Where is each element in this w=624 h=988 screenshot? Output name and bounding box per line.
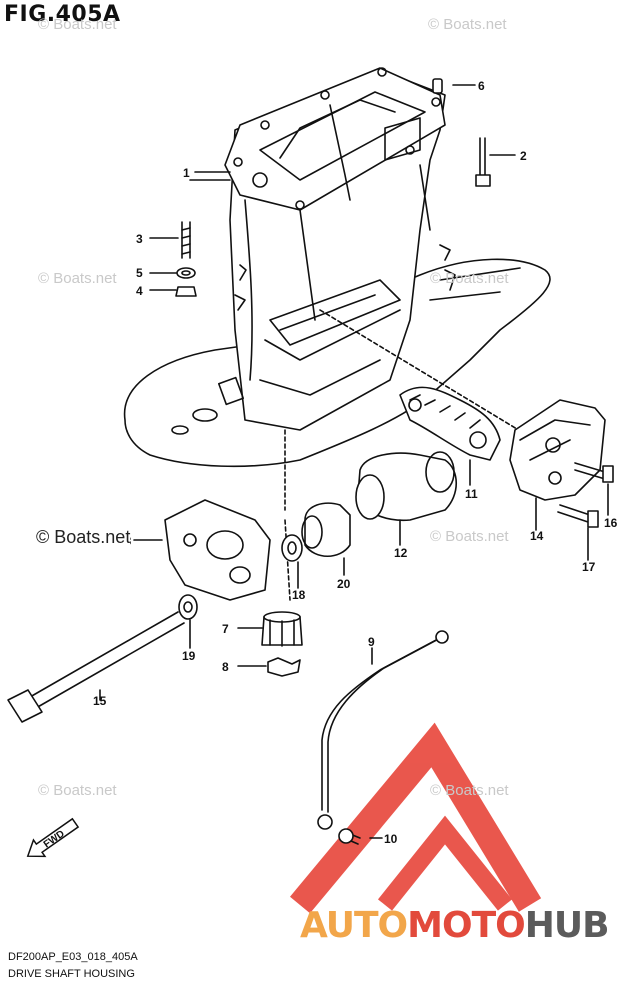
callout-4: 4 [136,284,143,298]
callout-8: 8 [222,660,229,674]
ground-wire [321,637,441,811]
callout-1: 1 [183,166,190,180]
callout-2: 2 [520,149,527,163]
brand-part-moto: MOTO [407,905,526,946]
callout-14: 14 [530,529,544,543]
callout-5: 5 [136,266,143,280]
watermark: © Boats.net [430,270,509,287]
callout-7: 7 [222,622,229,636]
watermark: © Boats.net [430,782,509,799]
watermark-main: © Boats.net [36,527,131,548]
watermark: © Boats.net [428,16,507,33]
callout-10: 10 [384,832,398,846]
callout-12: 12 [394,546,408,560]
brand-part-auto: AUTO [300,905,408,946]
figure-code: DF200AP_E03_018_405A [8,951,138,963]
figure-title: FIG.405A [4,2,121,27]
fwd-arrow: FWD [26,817,80,858]
brand-part-hub: HUB [524,905,610,946]
callout-15: 15 [93,694,107,708]
callout-6: 6 [478,79,485,93]
clamp-block [164,499,271,601]
logo-triangle [290,722,542,914]
callout-9: 9 [368,635,375,649]
callout-17: 17 [582,560,596,574]
figure-name: DRIVE SHAFT HOUSING [8,968,135,980]
watermark: © Boats.net [38,16,117,33]
watermark: © Boats.net [38,270,117,287]
watermark: © Boats.net [430,528,509,545]
callout-19: 19 [182,649,196,663]
plate-hole [171,425,189,435]
callout-3: 3 [136,232,143,246]
callout-18: 18 [292,588,306,602]
plate-hole [192,408,218,422]
callout-11: 11 [465,487,478,501]
long-bolt [29,611,185,709]
callout-16: 16 [604,516,618,530]
watermark: © Boats.net [38,782,117,799]
brand-logo: AUTOMOTOHUB [300,905,610,946]
callout-20: 20 [337,577,351,591]
